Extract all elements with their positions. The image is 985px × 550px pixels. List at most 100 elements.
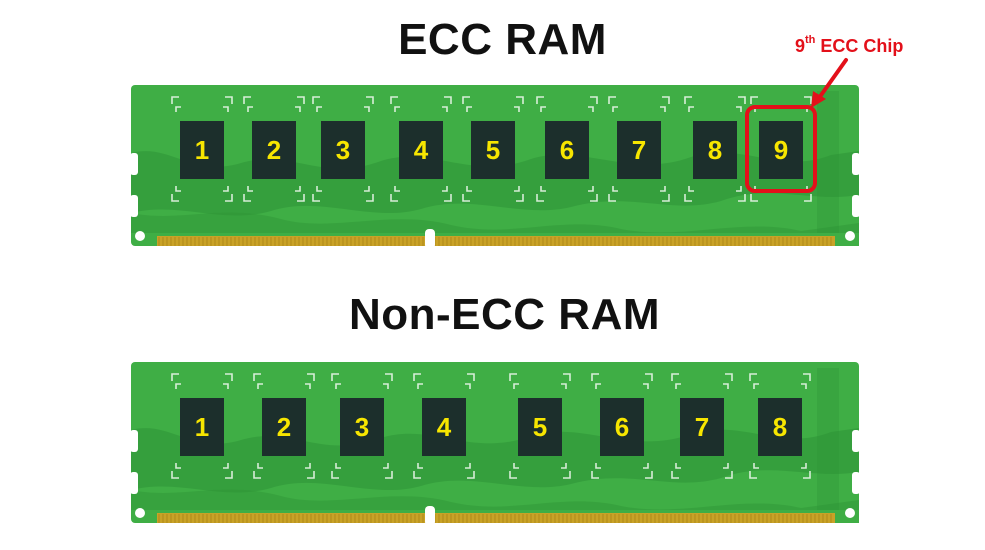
non-ecc-chip-6-body [600,398,644,456]
non-ecc-chip-4-body [422,398,466,456]
non-ecc-chip-4-outline-marks [413,373,475,479]
ecc-ram-module: 1 2 3 4 5 6 7 8 9 [130,83,860,250]
non-ecc-chip-1-label: 1 [195,412,209,442]
ecc-chip-8-label: 8 [708,135,722,165]
ecc-chip-4: 4 [390,96,452,202]
non-ecc-chip-1: 1 [171,373,233,479]
ecc-chip-4-label: 4 [414,135,429,165]
ecc-ram-module-drawing: 1 2 3 4 5 6 7 8 9 [130,85,860,249]
ecc-chip-highlight-box [745,105,817,193]
ecc-notch-left-lower [130,195,138,217]
ecc-pcb-right-strip [817,91,839,233]
ecc-mount-hole-left [135,231,145,241]
ecc-gold-contacts-right [433,236,835,246]
ecc-chip-7-body [617,121,661,179]
non-ecc-chip-1-body [180,398,224,456]
non-ecc-chip-7: 7 [671,373,733,479]
ecc-chip-5-label: 5 [486,135,500,165]
ecc-chip-5-outline-marks [462,96,524,202]
ecc-notch-left-upper [130,153,138,175]
ecc-chip-9-label: 9 [774,135,788,165]
non-ecc-chip-8-body [758,398,802,456]
non-ecc-chip-8: 8 [749,373,811,479]
non-ecc-chip-5: 5 [509,373,571,479]
non-ecc-chip-8-label: 8 [773,412,787,442]
non-ecc-chip-5-outline-marks [509,373,571,479]
non-ecc-chip-6-label: 6 [615,412,629,442]
ecc-gold-contacts-left [157,236,427,246]
non-ecc-chip-2: 2 [253,373,315,479]
non-ecc-chip-4: 4 [413,373,475,479]
ecc-side-notches [130,153,860,241]
ecc-chip-6: 6 [536,96,598,202]
non-ecc-chip-7-outline-marks [671,373,733,479]
ecc-pcb-trace-lower [131,212,859,233]
ecc-chip-7-outline-marks [608,96,670,202]
ecc-chip-9: 9 [750,96,812,202]
callout-ordinal-number: 9 [795,36,806,56]
ecc-chip-7-label: 7 [632,135,646,165]
ecc-chip-3-body [321,121,365,179]
ecc-chip-4-body [399,121,443,179]
non-ecc-notch-right-lower [852,472,860,494]
ecc-notch-right-lower [852,195,860,217]
non-ecc-chip-6-outline-marks [591,373,653,479]
ecc-ram-title: ECC RAM [398,15,607,64]
callout-ordinal-suffix: th [805,34,816,46]
ecc-chip-1-outline-marks [171,96,233,202]
ecc-chip-1-label: 1 [195,135,209,165]
ecc-chip-7: 7 [608,96,670,202]
callout-label-text: ECC Chip [820,36,904,56]
ecc-chip-5-body [471,121,515,179]
non-ecc-chip-3-outline-marks [331,373,393,479]
ecc-chip-2-label: 2 [267,135,281,165]
non-ecc-pcb-right-strip [817,368,839,510]
ecc-chip-3: 3 [312,96,374,202]
non-ecc-chip-3-body [340,398,384,456]
non-ecc-notch-left-lower [130,472,138,494]
ecc-chip-3-outline-marks [312,96,374,202]
ecc-chip-4-outline-marks [390,96,452,202]
ecc-mount-hole-right [845,231,855,241]
ecc-chip-1-body [180,121,224,179]
non-ecc-mount-hole-left [135,508,145,518]
ecc-chip-1: 1 [171,96,233,202]
non-ecc-chip-2-body [262,398,306,456]
non-ecc-notch-left-upper [130,430,138,452]
non-ecc-gold-contacts-left [157,513,427,523]
non-ecc-pcb-trace-lower [131,489,859,510]
ecc-key-notch [425,229,435,249]
ecc-chip-2-outline-marks [243,96,305,202]
non-ecc-gold-contacts-right [433,513,835,523]
non-ecc-chip-7-body [680,398,724,456]
non-ecc-chip-6: 6 [591,373,653,479]
ecc-notch-right-upper [852,153,860,175]
non-ecc-chip-4-label: 4 [437,412,452,442]
non-ecc-chip-7-label: 7 [695,412,709,442]
ecc-chip-6-body [545,121,589,179]
non-ecc-ram-module: 1 2 3 4 5 6 7 8 [130,360,860,527]
ecc-chip-2-body [252,121,296,179]
ecc-chip-callout-label: 9th ECC Chip [795,34,945,56]
non-ecc-ram-title: Non-ECC RAM [348,290,660,339]
non-ecc-contact-pins [158,514,832,523]
non-ecc-chip-3-label: 3 [355,412,369,442]
ecc-chip-6-outline-marks [536,96,598,202]
non-ecc-notch-right-upper [852,430,860,452]
ecc-chip-8-outline-marks [684,96,746,202]
ecc-chip-5: 5 [462,96,524,202]
ecc-chip-6-label: 6 [560,135,574,165]
non-ecc-ram-module-drawing: 1 2 3 4 5 6 7 8 [130,362,860,526]
non-ecc-chip-1-outline-marks [171,373,233,479]
non-ecc-pcb-trace-pattern [131,368,859,510]
non-ecc-pcb-trace-band [131,428,859,493]
ecc-contact-pins [158,237,832,246]
ecc-chip-2: 2 [243,96,305,202]
non-ecc-chip-5-label: 5 [533,412,547,442]
ecc-chip-8: 8 [684,96,746,202]
non-ecc-chip-8-outline-marks [749,373,811,479]
non-ecc-chip-2-label: 2 [277,412,291,442]
ecc-chip-9-body [759,121,803,179]
non-ecc-chip-2-outline-marks [253,373,315,479]
non-ecc-side-notches [130,430,860,518]
